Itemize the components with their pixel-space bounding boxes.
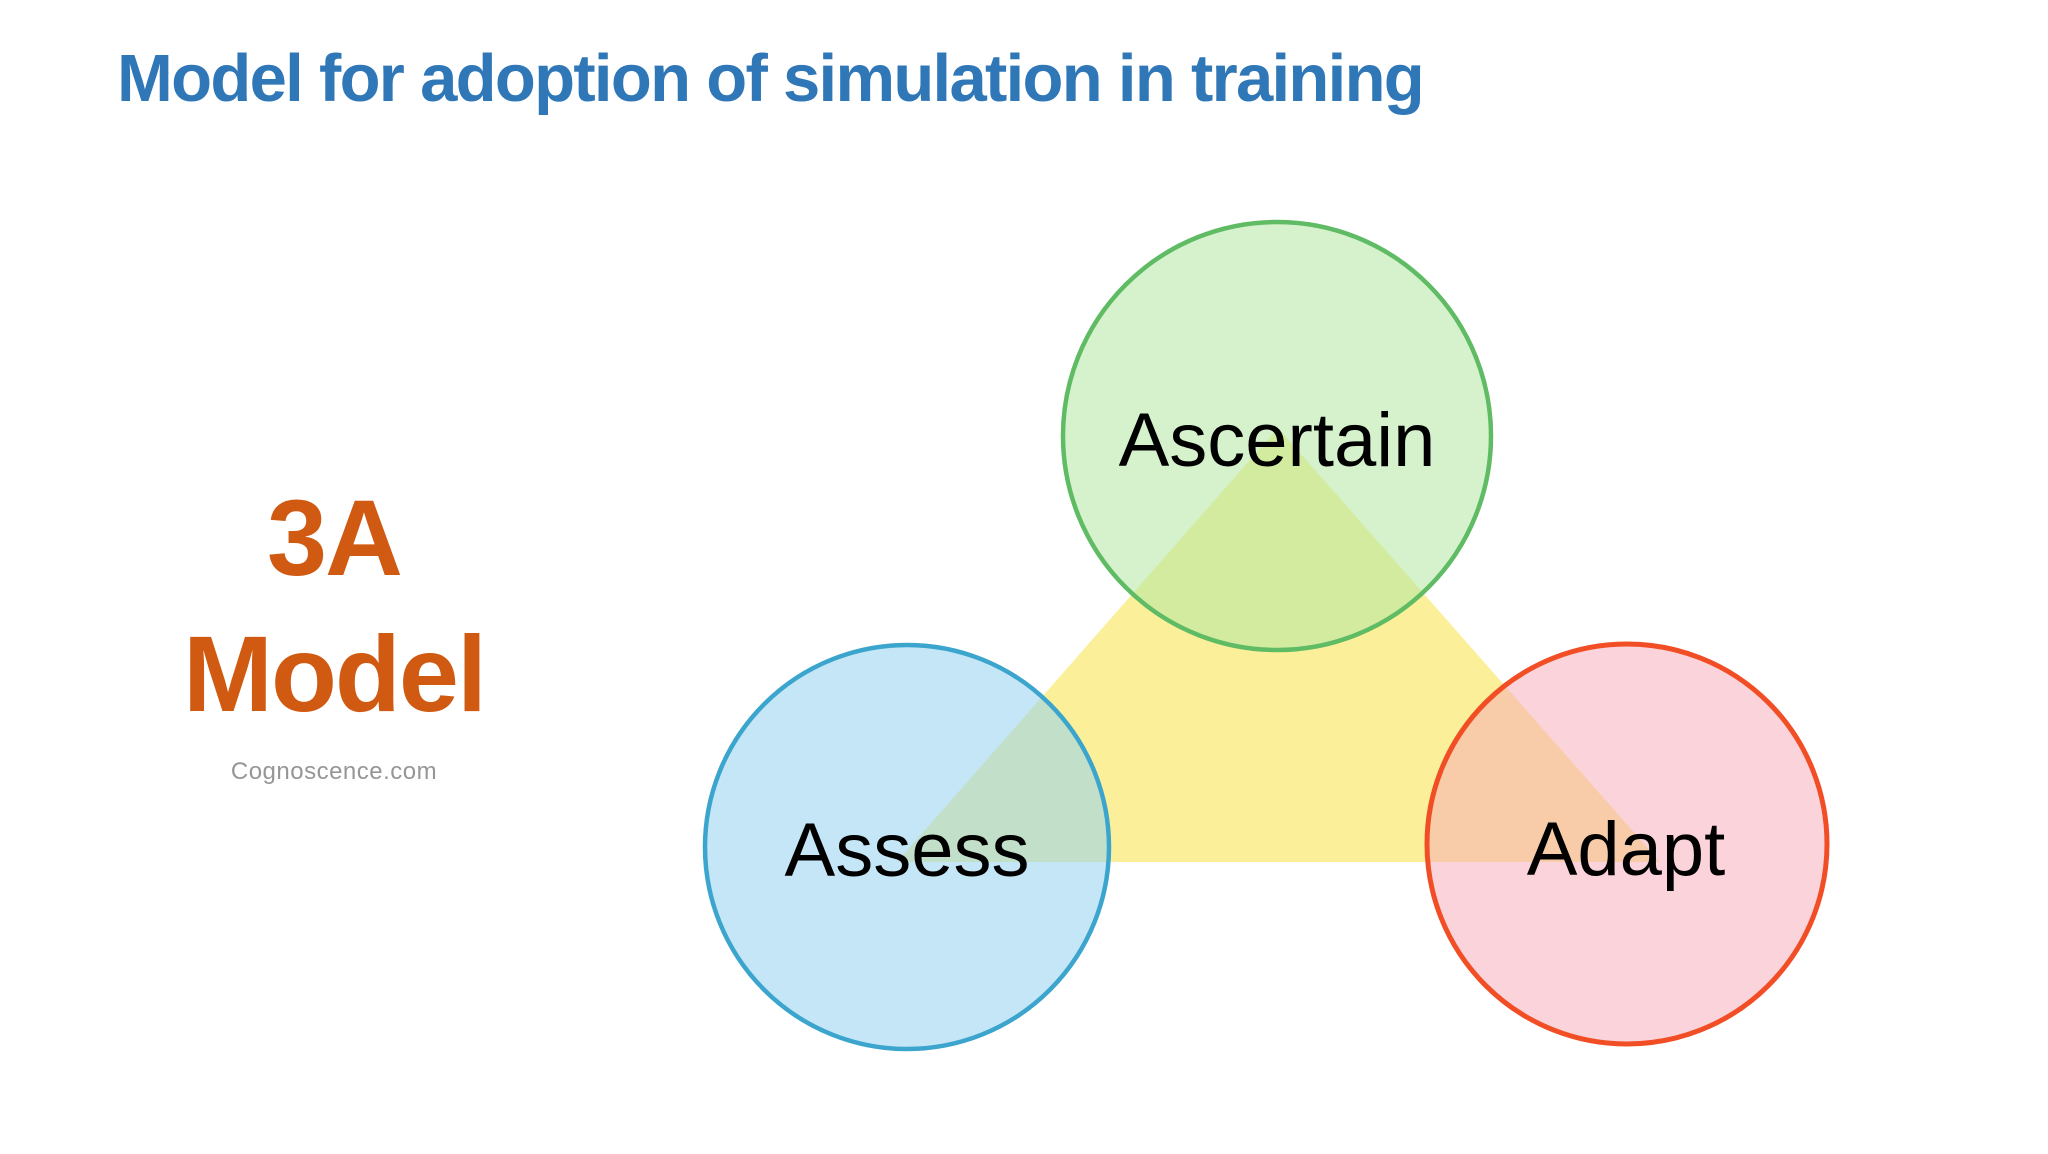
circle-assess [702,642,1112,1052]
side-label-line2: Model [183,613,487,734]
circle-ascertain [1060,219,1494,653]
website-label: Cognoscence.com [230,758,438,785]
label-adapt: Adapt [1527,807,1726,892]
label-ascertain: Ascertain [1119,398,1436,483]
circle-adapt [1424,641,1830,1047]
label-assess: Assess [785,808,1030,893]
side-label-line1: 3A [266,477,403,598]
slide-title: Model for adoption of simulation in trai… [117,41,1425,116]
side-label: 3A Model Cognoscence.com [118,470,550,786]
